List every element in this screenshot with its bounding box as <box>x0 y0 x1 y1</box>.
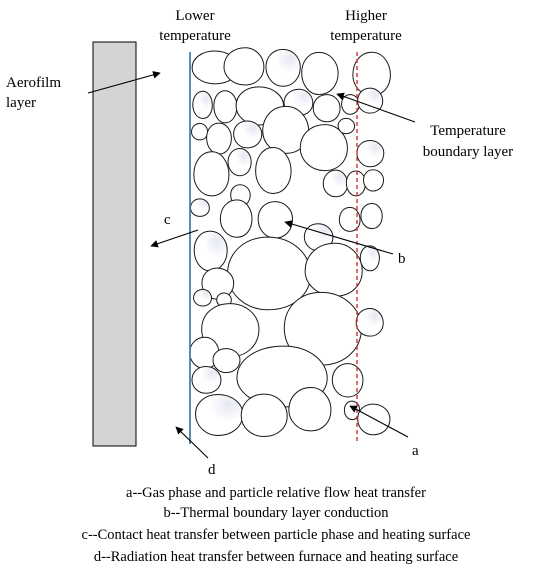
aerofilm-wall <box>92 41 137 447</box>
particle <box>312 94 341 123</box>
arrow-a <box>349 405 409 438</box>
particle <box>227 148 252 177</box>
particle <box>357 403 391 436</box>
particle <box>233 120 263 149</box>
particle <box>223 47 265 86</box>
particle <box>337 117 356 135</box>
aerofilm-label-line1: Aerofilm <box>6 75 61 91</box>
aerofilm-label-line2: layer <box>6 95 36 111</box>
particle <box>345 170 366 197</box>
particle <box>357 87 384 114</box>
particle <box>213 90 238 124</box>
particle <box>288 387 332 432</box>
particle <box>240 393 288 437</box>
label-a: a <box>412 443 419 459</box>
higher-temperature-label-line1: Higher <box>345 8 387 24</box>
particle <box>191 122 209 141</box>
particle <box>299 124 348 172</box>
arrow-c <box>150 229 199 248</box>
higher-temperature-label-line2: temperature <box>330 28 402 44</box>
lower-temperature-label-line2: temperature <box>159 28 231 44</box>
caption-d: d--Radiation heat transfer between furna… <box>94 549 458 565</box>
particle <box>359 245 380 272</box>
particle <box>190 198 210 217</box>
temperature-boundary-label-line1: Temperature <box>430 123 506 139</box>
particle <box>193 288 212 307</box>
particle <box>255 146 292 194</box>
particle <box>212 348 241 374</box>
temperature-boundary-arrow <box>336 92 416 123</box>
label-c: c <box>164 212 171 228</box>
particle-bed <box>189 47 391 437</box>
arrow-d <box>175 426 209 459</box>
particle <box>322 169 349 198</box>
particle <box>360 202 383 230</box>
particle <box>331 363 364 398</box>
particle <box>227 236 312 311</box>
caption-c: c--Contact heat transfer between particl… <box>82 527 471 543</box>
particle <box>265 48 301 87</box>
particle <box>304 242 363 297</box>
particle <box>206 122 232 155</box>
particle <box>355 307 384 337</box>
caption-b: b--Thermal boundary layer conduction <box>163 505 389 521</box>
particle <box>219 199 253 238</box>
particle <box>363 169 385 192</box>
label-d: d <box>208 462 216 478</box>
particle <box>262 105 310 154</box>
arrow-b <box>284 220 394 255</box>
particle <box>193 230 228 272</box>
particle <box>257 201 294 239</box>
particle <box>338 206 361 232</box>
particle <box>195 393 244 436</box>
label-b: b <box>398 251 406 267</box>
particle <box>193 151 230 197</box>
aerofilm-arrow <box>87 71 161 94</box>
lower-temperature-label-line1: Lower <box>175 8 214 24</box>
temperature-boundary-label-line2: boundary layer <box>423 144 513 160</box>
caption-a: a--Gas phase and particle relative flow … <box>126 485 426 501</box>
particle <box>301 51 339 96</box>
particle <box>191 366 222 394</box>
particle <box>192 90 213 119</box>
particle <box>356 140 385 168</box>
